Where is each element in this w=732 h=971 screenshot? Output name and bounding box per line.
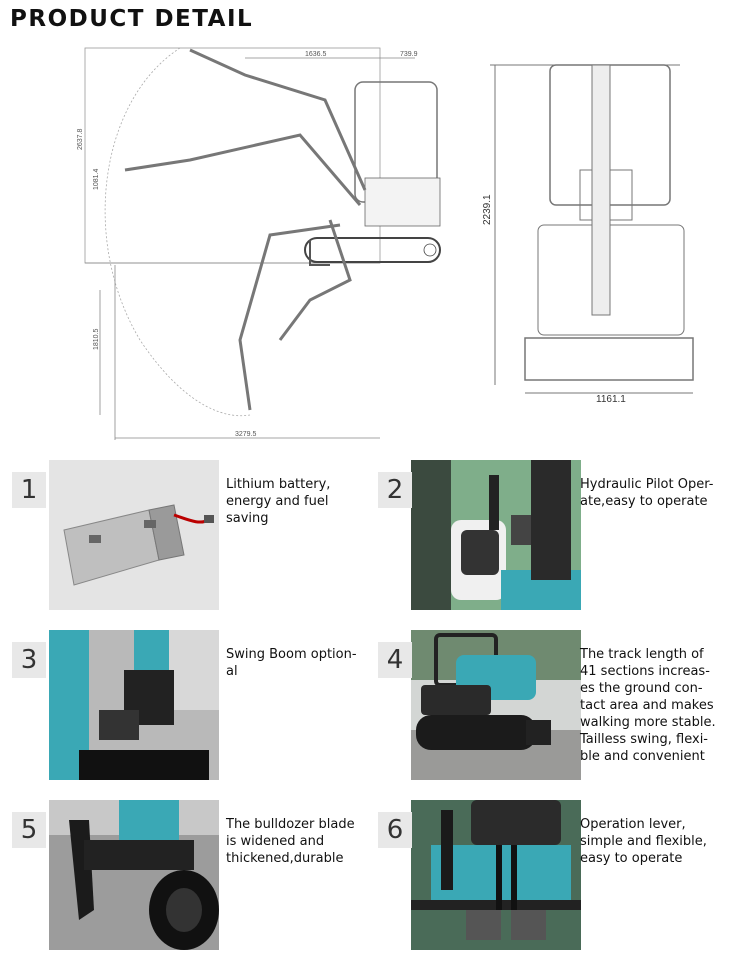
- feature-description: Operation lever, simple and flexible, ea…: [580, 817, 707, 866]
- dozer-blade-photo: [49, 800, 219, 950]
- lithium-battery-photo: [49, 460, 219, 610]
- feature-number: 4: [378, 642, 412, 678]
- feature-description: Swing Boom option- al: [226, 647, 357, 679]
- tracked-excavator-photo: [411, 630, 581, 780]
- dim-label: 2239.1: [482, 194, 493, 225]
- pilot-joystick-photo: [411, 460, 581, 610]
- dim-label: 739.9: [400, 51, 418, 58]
- front-view-drawing: [490, 64, 694, 394]
- dim-label: 1636.5: [305, 51, 327, 58]
- page-title: PRODUCT DETAIL: [10, 6, 254, 32]
- operation-lever-photo: [411, 800, 581, 950]
- swing-boom-photo: [49, 630, 219, 780]
- feature-card: 3 Swing Boom option- al: [0, 630, 366, 790]
- feature-card: 4 The track length of 41 sections increa…: [366, 630, 732, 790]
- feature-number: 1: [12, 472, 46, 508]
- dim-label: 1081.4: [93, 168, 100, 190]
- technical-drawing: 1636.5 739.9 2637.8 1081.4 1810.5 3279.5…: [77, 47, 694, 440]
- feature-description: Hydraulic Pilot Oper- ate,easy to operat…: [580, 477, 714, 509]
- feature-description: The track length of 41 sections increas-…: [580, 647, 716, 764]
- feature-number: 2: [378, 472, 412, 508]
- feature-description: Lithium battery, energy and fuel saving: [226, 477, 331, 526]
- feature-number: 3: [12, 642, 46, 678]
- feature-card: 2 Hydraulic Pilot Oper- ate,easy to oper…: [366, 460, 732, 620]
- dim-label: 3279.5: [235, 431, 257, 438]
- feature-number: 5: [12, 812, 46, 848]
- feature-card: 1 Lithium battery, energy and fuel savin…: [0, 460, 366, 620]
- dim-label: 2637.8: [77, 128, 84, 150]
- feature-card: 5 The bulldozer blade is widened and thi…: [0, 800, 366, 960]
- dim-label: 1810.5: [93, 328, 100, 350]
- feature-description: The bulldozer blade is widened and thick…: [226, 817, 355, 866]
- feature-card: 6 Operation lever, simple and flexible, …: [366, 800, 732, 960]
- dim-label: 1161.1: [596, 394, 626, 405]
- feature-number: 6: [378, 812, 412, 848]
- side-view-drawing: [84, 47, 441, 440]
